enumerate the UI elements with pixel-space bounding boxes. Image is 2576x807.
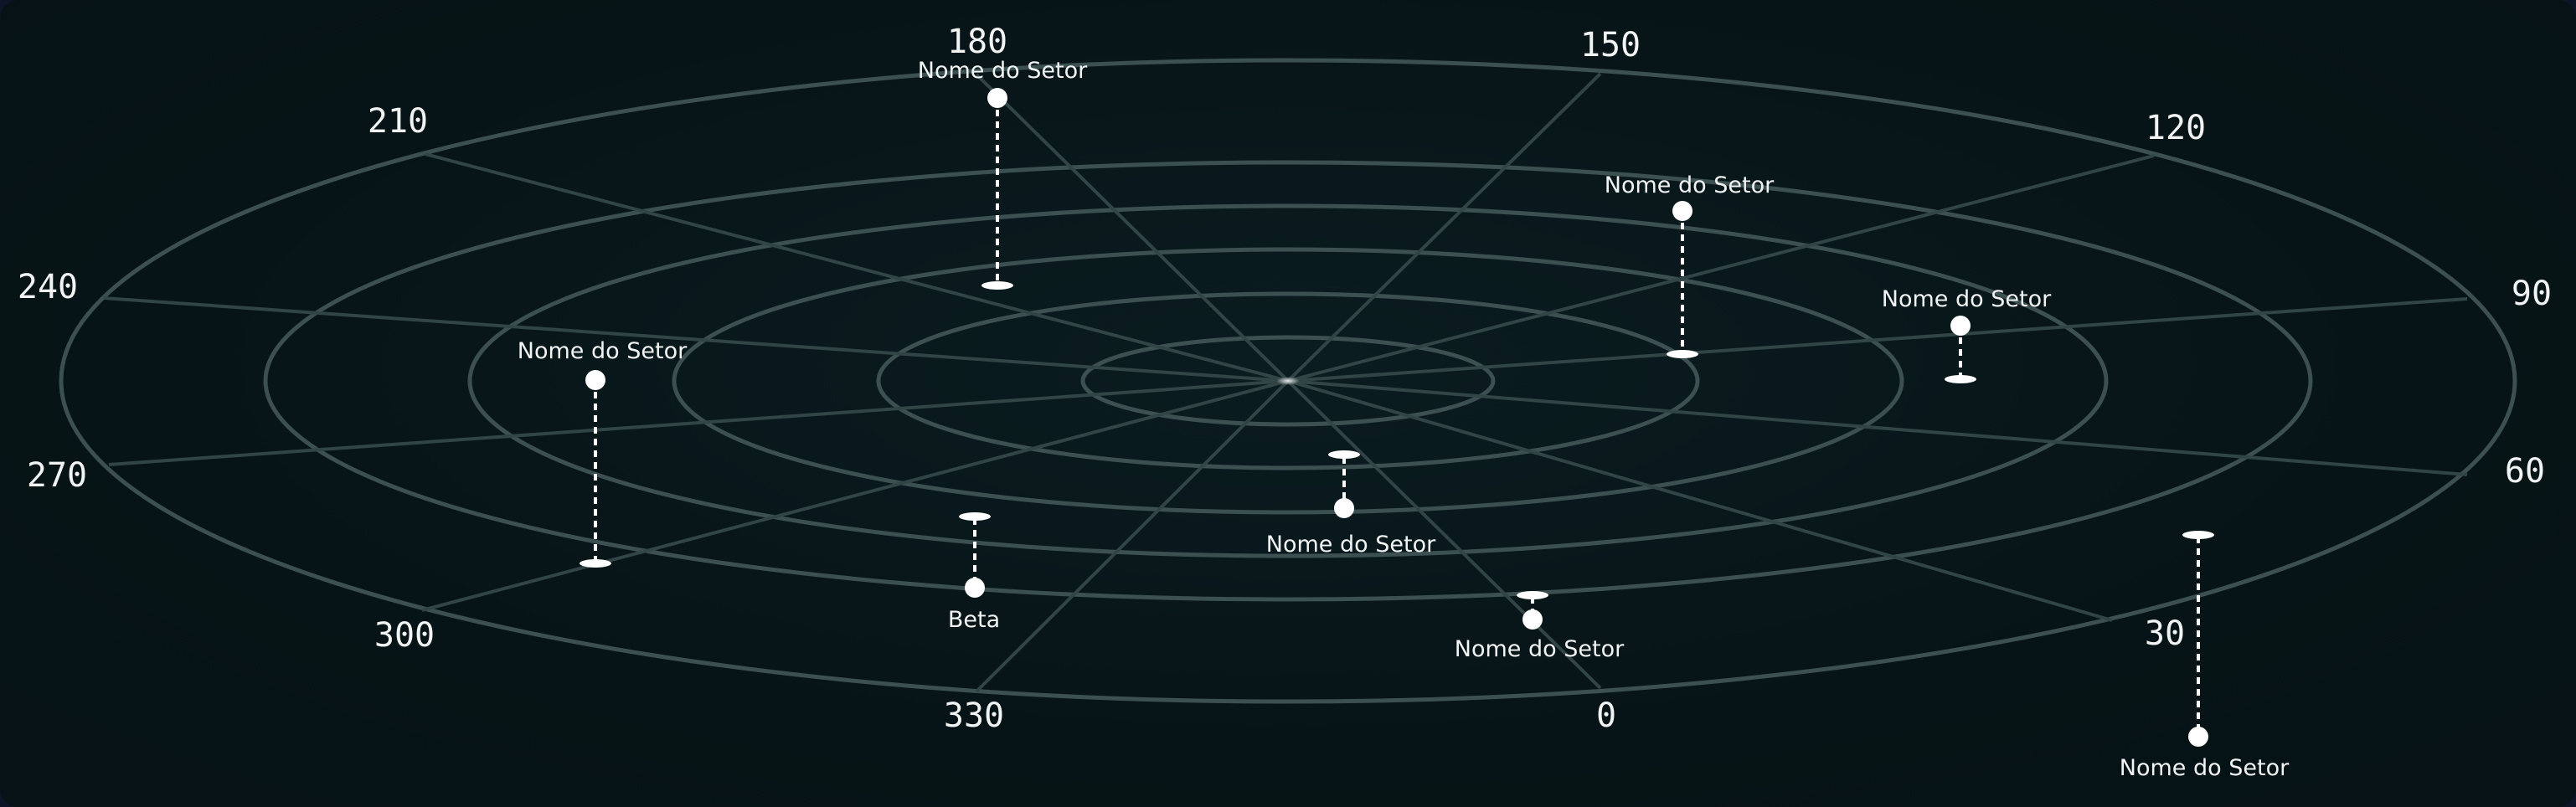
- angle-label-150: 150: [1580, 26, 1641, 64]
- angle-label-180: 180: [947, 23, 1007, 61]
- angle-label-120: 120: [2146, 109, 2206, 147]
- marker-base: [1945, 375, 1976, 383]
- marker-dot[interactable]: [1672, 201, 1692, 221]
- angle-labels: 0 30 60 90 120 150 180 210 240 270 300 3…: [18, 23, 2552, 735]
- angle-spoke: [975, 73, 1290, 383]
- marker-dot[interactable]: [2188, 727, 2208, 747]
- range-ring: [876, 291, 1700, 470]
- marker-base: [1328, 450, 1360, 459]
- range-ring: [467, 203, 2109, 558]
- marker-label: Nome do Setor: [518, 338, 688, 364]
- range-rings: [59, 58, 2517, 704]
- angle-spoke: [103, 296, 1289, 383]
- sector-marker[interactable]: Nome do Setor: [1605, 172, 1775, 358]
- sector-marker[interactable]: Nome do Setor: [1882, 286, 2052, 383]
- range-ring: [672, 247, 1904, 515]
- angle-label-300: 300: [374, 616, 435, 655]
- angle-spoke: [975, 379, 1290, 693]
- angle-label-0: 0: [1596, 696, 1616, 735]
- range-ring: [1080, 335, 1496, 427]
- angle-spoke: [1287, 154, 2155, 383]
- sector-marker[interactable]: Nome do Setor: [518, 338, 688, 568]
- marker-label: Nome do Setor: [1605, 172, 1775, 198]
- angle-label-30: 30: [2145, 614, 2185, 653]
- angle-spoke: [1287, 379, 2113, 622]
- angle-spoke: [1286, 72, 1602, 383]
- angle-label-60: 60: [2505, 452, 2545, 491]
- sector-marker[interactable]: Beta: [948, 512, 1000, 633]
- marker-base: [580, 559, 611, 568]
- marker-label: Nome do Setor: [1882, 286, 2052, 312]
- marker-base: [1667, 350, 1698, 358]
- angle-spoke: [1287, 379, 2468, 476]
- sector-marker[interactable]: Nome do Setor: [2120, 531, 2290, 781]
- sector-marker[interactable]: Nome do Setor: [1266, 450, 1436, 558]
- marker-dot[interactable]: [585, 370, 605, 390]
- range-ring: [59, 58, 2517, 704]
- marker-label: Nome do Setor: [1455, 636, 1625, 662]
- angle-label-90: 90: [2512, 275, 2552, 313]
- sector-marker[interactable]: Nome do Setor: [1455, 591, 1625, 662]
- marker-base: [981, 281, 1013, 290]
- angle-spoke: [1287, 297, 2468, 383]
- marker-dot[interactable]: [987, 88, 1007, 108]
- angle-spoke: [1286, 379, 1602, 690]
- angle-label-270: 270: [27, 456, 87, 495]
- marker-label: Nome do Setor: [918, 58, 1088, 84]
- angle-label-210: 210: [368, 102, 428, 141]
- marker-dot[interactable]: [965, 578, 985, 598]
- marker-label: Beta: [948, 607, 1000, 633]
- marker-base: [1517, 591, 1548, 599]
- angle-label-330: 330: [944, 696, 1004, 735]
- marker-label: Nome do Setor: [2120, 755, 2290, 781]
- range-ring: [263, 160, 2313, 602]
- angle-spokes: [103, 72, 2468, 693]
- marker-dot[interactable]: [1334, 498, 1354, 518]
- angle-spoke: [425, 152, 1289, 383]
- angle-spoke: [108, 379, 1289, 466]
- marker-base: [2182, 531, 2214, 539]
- sector-marker[interactable]: Nome do Setor: [918, 58, 1088, 290]
- radar-center: [1276, 377, 1300, 385]
- marker-base: [959, 512, 991, 521]
- angle-label-240: 240: [18, 268, 78, 306]
- marker-dot[interactable]: [1950, 316, 1971, 336]
- angle-spoke: [421, 379, 1289, 612]
- marker-label: Nome do Setor: [1266, 532, 1436, 558]
- marker-dot[interactable]: [1522, 609, 1543, 630]
